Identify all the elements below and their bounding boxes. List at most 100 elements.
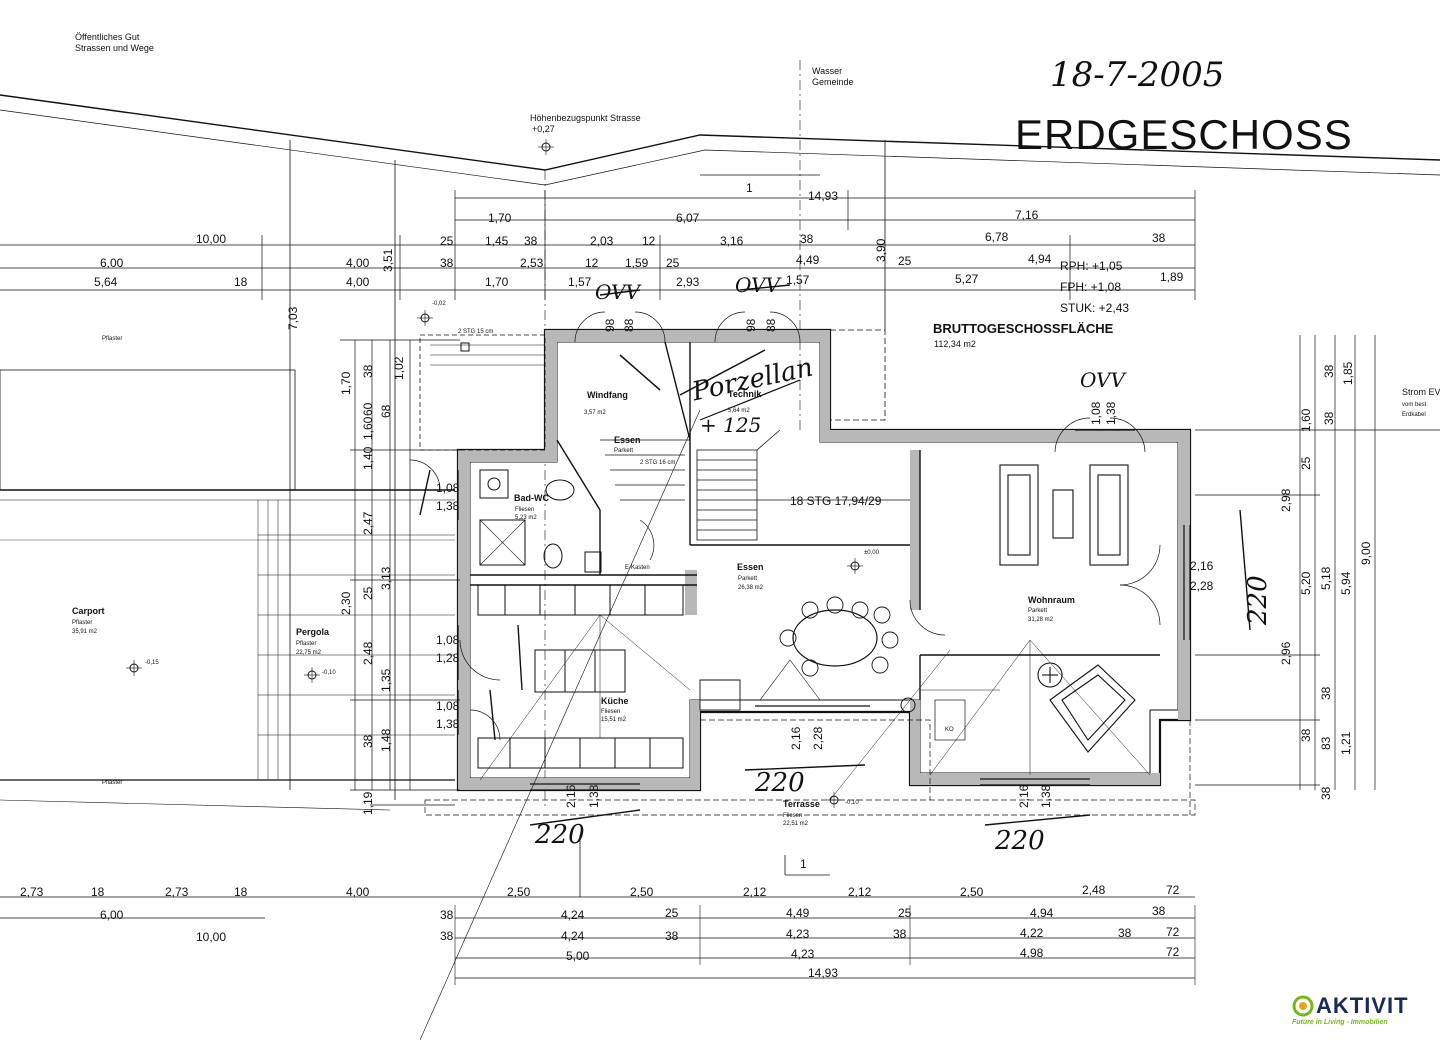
room-pergola: Pergola (296, 627, 330, 637)
room-wohnraum-area: 31,28 m2 (1028, 617, 1054, 623)
room-terrasse: Terrasse (783, 799, 820, 809)
room-wohnraum-detail: Parkett (1028, 608, 1048, 614)
dim-bottom: 14,93 (808, 966, 839, 980)
height-4: -0,10 (322, 670, 336, 676)
dim-right: 38 (1322, 364, 1336, 378)
dim-bottom: 4,98 (1020, 946, 1044, 960)
dim-top: 5,64 (94, 275, 118, 289)
dim-bottom: 2,73 (20, 885, 44, 899)
page-title: ERDGESCHOSS (1015, 111, 1353, 158)
dim-left: 1,60 (361, 416, 375, 440)
dim-top: 1,89 (1160, 270, 1184, 284)
room-kueche-detail: Fliesen (601, 709, 621, 715)
dim-right: 5,20 (1299, 571, 1313, 595)
dim-top: 1 (746, 181, 753, 195)
dim-right: 1,60 (1299, 408, 1313, 432)
wasser-note-2: Gemeinde (812, 77, 854, 87)
dim-left: 1,02 (392, 356, 406, 380)
dim-bottom: 4,24 (561, 929, 585, 943)
dim-bottom: 4,94 (1030, 906, 1054, 920)
height-1: -0,02 (432, 301, 446, 307)
dim-left: 38 (361, 364, 375, 378)
dim-window: 2,16 (789, 726, 803, 750)
dim-door: 98 (603, 318, 617, 332)
dim-right-window: 2,28 (1190, 579, 1214, 593)
room-essen-small: Essen (614, 435, 641, 445)
strom-note-3: Erdkabel (1402, 412, 1426, 418)
hoehen-value: +0,27 (532, 124, 555, 134)
area-value: 112,34 m2 (934, 339, 976, 349)
height-2: ±0,00 (864, 550, 879, 556)
level-fph: FPH: +1,08 (1060, 280, 1122, 294)
dim-top: 38 (524, 234, 538, 248)
room-pergola-detail: Pflaster (296, 641, 317, 647)
dim-top: 2,03 (590, 234, 614, 248)
room-pergola-area: 22,75 m2 (296, 650, 322, 656)
dim-top: 25 (440, 234, 454, 248)
logo-tagline: Future in Living - Immobilien (1292, 1019, 1388, 1026)
dim-right: 5,18 (1319, 566, 1333, 590)
dim-top: 1,70 (488, 211, 512, 225)
dim-bottom: 38 (1152, 904, 1166, 918)
hand-ovv-3: OVV (595, 280, 640, 304)
dim-window: 1,38 (587, 784, 601, 808)
dim-bottom: 4,49 (786, 906, 810, 920)
ko-note: KO (945, 727, 954, 733)
level-stuk: STUK: +2,43 (1060, 301, 1130, 315)
dim-left: 1,48 (379, 728, 393, 752)
dim-top: 1,45 (485, 234, 509, 248)
room-bad: Bad-WC (514, 493, 549, 503)
stair-main-label: 18 STG 17,94/29 (790, 494, 882, 508)
dim-left: 1,40 (361, 446, 375, 470)
aktivit-logo: AKTIVIT Future in Living - Immobilien (1292, 993, 1409, 1026)
pflaster-note-2: Pflaster (102, 780, 123, 786)
dim-bottom: 4,22 (1020, 926, 1044, 940)
dim-left: 2,30 (339, 591, 353, 615)
dim-window: 2,16 (1017, 784, 1031, 808)
dim-top-vertical: 7,03 (286, 306, 300, 330)
dim-left: 1,35 (379, 668, 393, 692)
dim-left: 1,70 (339, 371, 353, 395)
logo-mark-icon (1292, 995, 1314, 1017)
dim-top: 6,07 (676, 211, 700, 225)
room-essen: Essen (737, 562, 764, 572)
dim-right: 83 (1319, 736, 1333, 750)
dim-bottom: 4,00 (346, 885, 370, 899)
dim-top: 1,57 (786, 273, 810, 287)
dim-top: 25 (666, 256, 680, 270)
dim-living-window: 1,38 (1104, 401, 1118, 425)
dim-top: 1,57 (568, 275, 592, 289)
dim-right: 1,85 (1341, 361, 1355, 385)
height-3: -0,15 (145, 660, 159, 666)
dim-right: 38 (1319, 786, 1333, 800)
dim-top: 25 (898, 254, 912, 268)
room-windfang: Windfang (587, 390, 628, 400)
room-windfang-area: 3,57 m2 (584, 410, 606, 416)
dim-right: 25 (1299, 456, 1313, 470)
dim-top: 6,00 (100, 256, 124, 270)
strom-note-1: Strom EV (1402, 387, 1440, 397)
dim-left-window: 1,08 (436, 481, 460, 495)
room-terrasse-detail: Fliesen (783, 813, 803, 819)
room-essen-small-detail: Parkett (614, 448, 634, 454)
dim-door: 88 (764, 318, 778, 332)
dim-bottom: 4,23 (786, 927, 810, 941)
room-kueche: Küche (601, 696, 629, 706)
dim-bottom: 2,48 (1082, 883, 1106, 897)
dim-right: 38 (1299, 728, 1313, 742)
dim-left: 2,47 (361, 511, 375, 535)
top-left-note-1: Öffentliches Gut (75, 32, 140, 42)
dim-right: 1,21 (1339, 731, 1353, 755)
dim-top: 5,27 (955, 272, 979, 286)
dim-top: 4,94 (1028, 252, 1052, 266)
room-carport: Carport (72, 606, 105, 616)
dim-bottom: 25 (898, 906, 912, 920)
dim-left: 1,19 (361, 791, 375, 815)
dim-right: 38 (1319, 686, 1333, 700)
hand-ovv-2: OVV (735, 273, 780, 297)
dim-bottom: 38 (1118, 926, 1132, 940)
dim-left: 38 (361, 734, 375, 748)
area-label: BRUTTOGESCHOSSFLÄCHE (933, 321, 1114, 336)
dim-window: 1,38 (1039, 784, 1053, 808)
dim-door: 88 (622, 318, 636, 332)
